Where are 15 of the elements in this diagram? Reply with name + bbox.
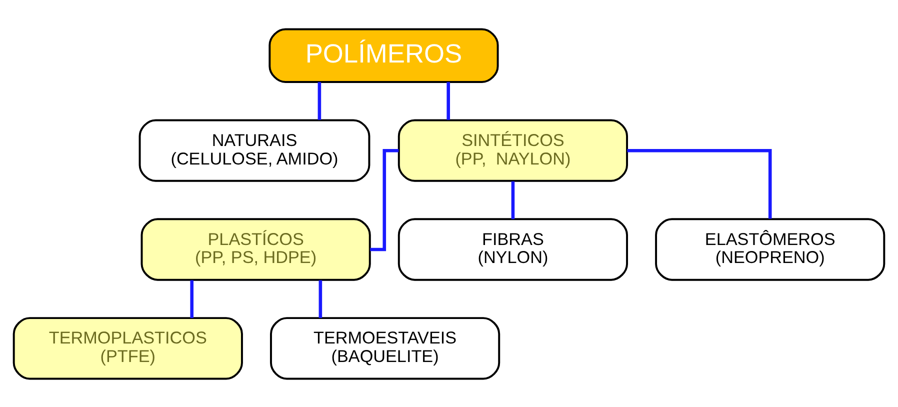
- node-box: SINTÉTICOS (PP, NAYLON): [398, 118, 628, 182]
- connector: [190, 280, 194, 318]
- connector: [627, 148, 772, 218]
- node-box: PLASTÍCOS (PP, PS, HDPE): [140, 218, 371, 280]
- node-box: TERMOPLASTICOS (PTFE): [12, 316, 243, 380]
- connector: [446, 82, 450, 120]
- connector: [318, 280, 322, 318]
- node-box: ELASTÔMEROS (NEOPRENO): [655, 218, 886, 280]
- connector: [318, 82, 322, 120]
- node-box: TERMOESTAVEIS (BAQUELITE): [270, 316, 500, 380]
- connector: [511, 180, 515, 219]
- connector: [370, 148, 399, 251]
- node-box: NATURAIS (CELULOSE, AMIDO): [138, 118, 370, 182]
- node-box: FIBRAS (NYLON): [398, 218, 628, 280]
- node-box: POLÍMEROS: [268, 28, 499, 82]
